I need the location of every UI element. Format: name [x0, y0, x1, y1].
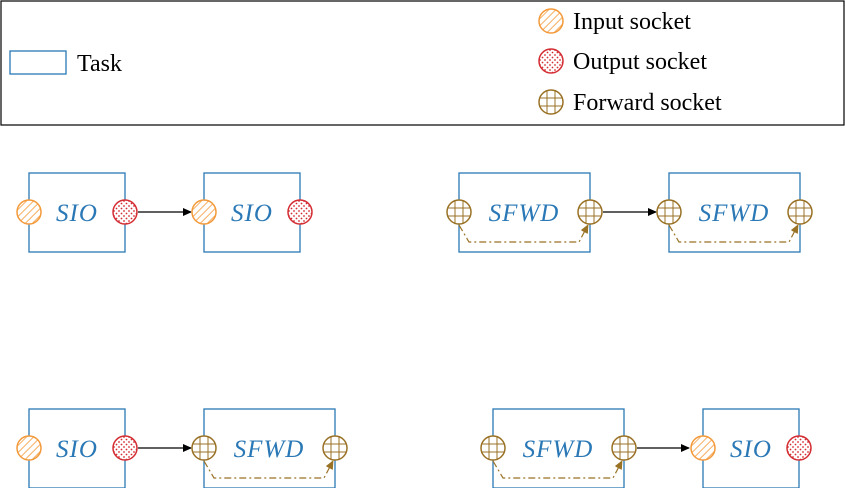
forward-socket-icon	[787, 199, 813, 225]
task-label: SFWD	[523, 436, 594, 463]
task-label: SIO	[56, 436, 98, 463]
diagram-sfwd-to-sfwd: SFWD SFWD	[446, 172, 813, 253]
forward-socket-icon	[322, 435, 348, 461]
task-box	[458, 172, 591, 253]
input-socket-icon	[191, 199, 217, 225]
output-socket-icon	[287, 199, 313, 225]
task-legend-swatch	[9, 50, 67, 75]
forward-socket-icon	[480, 435, 506, 461]
forward-socket-icon	[538, 89, 564, 115]
output-socket-icon	[538, 48, 564, 74]
forward-socket-icon	[656, 199, 682, 225]
task-legend-label: Task	[77, 51, 122, 77]
output-socket-icon	[786, 435, 812, 461]
forward-socket-icon	[611, 435, 637, 461]
forward-path	[203, 460, 334, 479]
forward-socket-icon	[577, 199, 603, 225]
task-box	[203, 408, 336, 488]
task-box	[702, 408, 800, 488]
forward-socket-icon	[191, 435, 217, 461]
task-label: SFWD	[234, 436, 305, 463]
output-socket-icon	[112, 435, 138, 461]
forward-socket-icon	[446, 199, 472, 225]
task-label: SFWD	[489, 200, 560, 227]
output-legend-label: Output socket	[573, 49, 707, 75]
task-box	[492, 408, 625, 488]
legend-frame	[0, 0, 845, 126]
forward-path	[458, 224, 589, 243]
diagram-sio-to-sio: SIO SIO	[16, 172, 313, 253]
input-socket-icon	[16, 435, 42, 461]
input-socket-icon	[538, 8, 564, 34]
task-box	[203, 172, 301, 253]
diagram-sio-to-sfwd: SIO SFWD	[16, 408, 348, 488]
forward-legend-label: Forward socket	[573, 90, 722, 116]
output-socket-icon	[112, 199, 138, 225]
legend: Task Input socket Output socket Forward …	[0, 0, 845, 126]
forward-path	[492, 460, 623, 479]
forward-path	[668, 224, 799, 243]
input-socket-icon	[690, 435, 716, 461]
task-label: SIO	[231, 200, 273, 227]
task-label: SFWD	[699, 200, 770, 227]
task-label: SIO	[56, 200, 98, 227]
task-box	[28, 172, 126, 253]
input-socket-icon	[16, 199, 42, 225]
input-legend-label: Input socket	[573, 9, 691, 35]
diagram-sfwd-to-sio: SFWD SIO	[480, 408, 812, 488]
task-label: SIO	[730, 436, 772, 463]
